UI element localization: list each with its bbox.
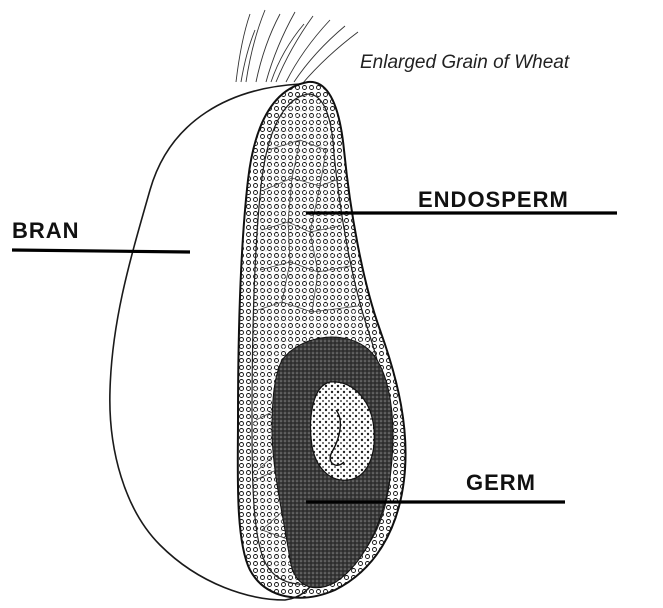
diagram-title: Enlarged Grain of Wheat (360, 52, 569, 74)
germ-label: GERM (466, 470, 536, 496)
brush-hairs (236, 10, 358, 84)
bran-leader-line (12, 250, 190, 252)
bran-label: BRAN (12, 218, 80, 244)
endosperm-label: ENDOSPERM (418, 187, 569, 213)
